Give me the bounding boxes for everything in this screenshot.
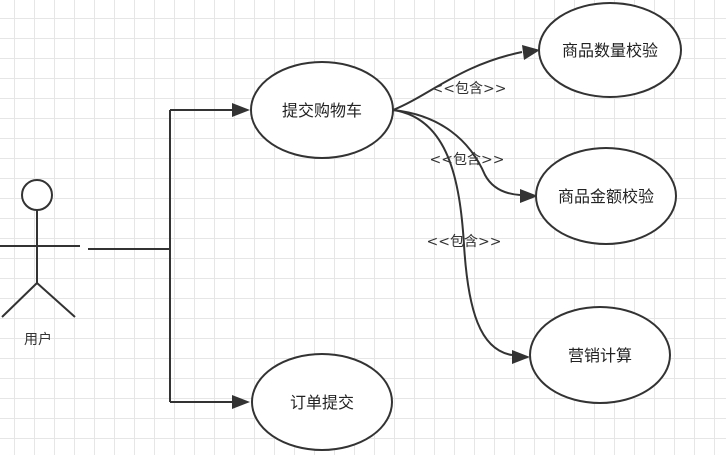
- include-relation-3: <<包含>>: [392, 109, 530, 364]
- actor-label: 用户: [24, 331, 52, 348]
- association-connector: [88, 103, 250, 409]
- arrowhead: [232, 103, 250, 117]
- actor-head: [21, 179, 53, 211]
- use-case-submit-order[interactable]: 订单提交: [251, 353, 393, 451]
- include-label-3: <<包含>>: [427, 234, 502, 250]
- actor-right-leg: [36, 282, 76, 318]
- arrowhead: [520, 189, 538, 203]
- include-label-2: <<包含>>: [430, 152, 505, 168]
- use-case-label: 提交购物车: [282, 101, 362, 120]
- arrowhead: [232, 395, 250, 409]
- use-case-label: 订单提交: [290, 393, 354, 412]
- actor-user[interactable]: 用户: [0, 179, 80, 348]
- actor-left-leg: [1, 282, 38, 318]
- include-relation-1: <<包含>>: [392, 45, 540, 111]
- arrowhead: [522, 45, 540, 60]
- use-case-amount-check[interactable]: 商品金额校验: [535, 147, 677, 245]
- use-case-label: 营销计算: [568, 346, 632, 365]
- use-case-submit-cart[interactable]: 提交购物车: [250, 61, 394, 159]
- use-case-quantity-check[interactable]: 商品数量校验: [538, 2, 682, 98]
- use-case-marketing-calc[interactable]: 营销计算: [529, 306, 671, 404]
- use-case-label: 商品金额校验: [558, 187, 654, 206]
- arrowhead: [512, 350, 530, 364]
- use-case-label: 商品数量校验: [562, 41, 658, 60]
- include-label-1: <<包含>>: [432, 81, 507, 97]
- include-relation-2: <<包含>>: [392, 109, 538, 203]
